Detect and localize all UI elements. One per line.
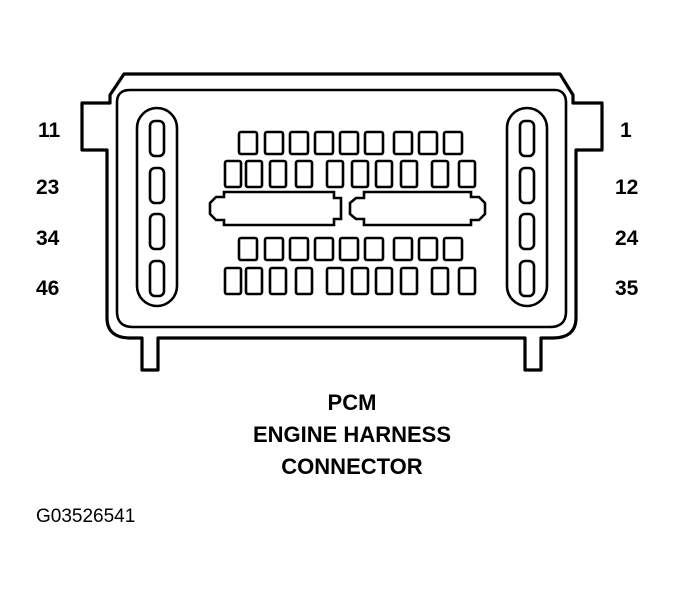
center-pin — [350, 159, 370, 189]
left-pin-labels: 11 23 34 46 — [36, 119, 61, 300]
right-pin — [518, 119, 536, 158]
center-pin — [288, 130, 310, 156]
pin-row-upper-2 — [223, 159, 477, 189]
center-pin — [417, 236, 439, 262]
right-column-frame — [505, 106, 549, 308]
center-pin — [313, 236, 335, 262]
center-pin — [223, 266, 243, 296]
right-keying-bar — [348, 190, 487, 227]
figure-id: G03526541 — [36, 506, 135, 527]
pin-label-11: 11 — [38, 119, 61, 142]
left-pin — [148, 259, 166, 298]
left-column-frame — [135, 106, 179, 308]
pin-row-upper-1 — [237, 130, 464, 156]
center-pin — [457, 159, 477, 189]
center-pin — [430, 266, 450, 296]
caption-line-engine-harness: ENGINE HARNESS — [253, 422, 451, 447]
center-pin — [363, 130, 385, 156]
center-pin — [350, 266, 370, 296]
left-keying-bar — [208, 190, 343, 227]
center-pin — [399, 159, 419, 189]
center-pin — [223, 159, 243, 189]
center-pin — [268, 159, 288, 189]
center-pin — [237, 130, 259, 156]
left-pin — [148, 119, 166, 158]
left-pin — [148, 212, 166, 251]
center-pin — [442, 130, 464, 156]
center-pin — [237, 236, 259, 262]
center-pin — [374, 266, 394, 296]
center-pin — [338, 130, 360, 156]
pin-label-24: 24 — [615, 227, 639, 250]
housing-inner-outline — [115, 88, 568, 329]
left-pin-column — [135, 106, 179, 308]
connector-housing — [80, 72, 604, 372]
center-pin — [457, 266, 477, 296]
right-pin-column — [505, 106, 549, 308]
center-pin — [442, 236, 464, 262]
pin-label-23: 23 — [36, 176, 59, 199]
center-pin — [263, 236, 285, 262]
center-pin — [313, 130, 335, 156]
center-pin — [399, 266, 419, 296]
pin-row-lower-1 — [237, 236, 464, 262]
right-pin — [518, 166, 536, 205]
left-pin — [148, 166, 166, 205]
center-pin — [392, 236, 414, 262]
center-pin — [288, 236, 310, 262]
right-pin — [518, 212, 536, 251]
center-pin — [417, 130, 439, 156]
pin-label-35: 35 — [615, 277, 639, 300]
center-pin — [244, 159, 264, 189]
pin-row-lower-2 — [223, 266, 477, 296]
caption-line-connector: CONNECTOR — [281, 454, 422, 479]
center-pin — [392, 130, 414, 156]
right-pin — [518, 259, 536, 298]
center-pin — [325, 266, 345, 296]
center-pin — [325, 159, 345, 189]
caption-line-pcm: PCM — [328, 390, 377, 415]
center-pin — [338, 236, 360, 262]
pin-label-46: 46 — [36, 277, 59, 300]
center-pin — [363, 236, 385, 262]
center-pin — [374, 159, 394, 189]
center-pin — [263, 130, 285, 156]
center-pin — [268, 266, 288, 296]
center-pin — [294, 266, 314, 296]
keying-bars — [208, 190, 487, 227]
diagram-caption: PCM ENGINE HARNESS CONNECTOR — [253, 390, 451, 479]
right-pin-labels: 1 12 24 35 — [615, 119, 639, 300]
center-pin — [430, 159, 450, 189]
center-pin — [294, 159, 314, 189]
center-pin — [244, 266, 264, 296]
housing-outer-outline — [80, 72, 604, 372]
pin-label-1: 1 — [620, 119, 632, 142]
pin-label-34: 34 — [36, 227, 60, 250]
pin-label-12: 12 — [615, 176, 638, 199]
